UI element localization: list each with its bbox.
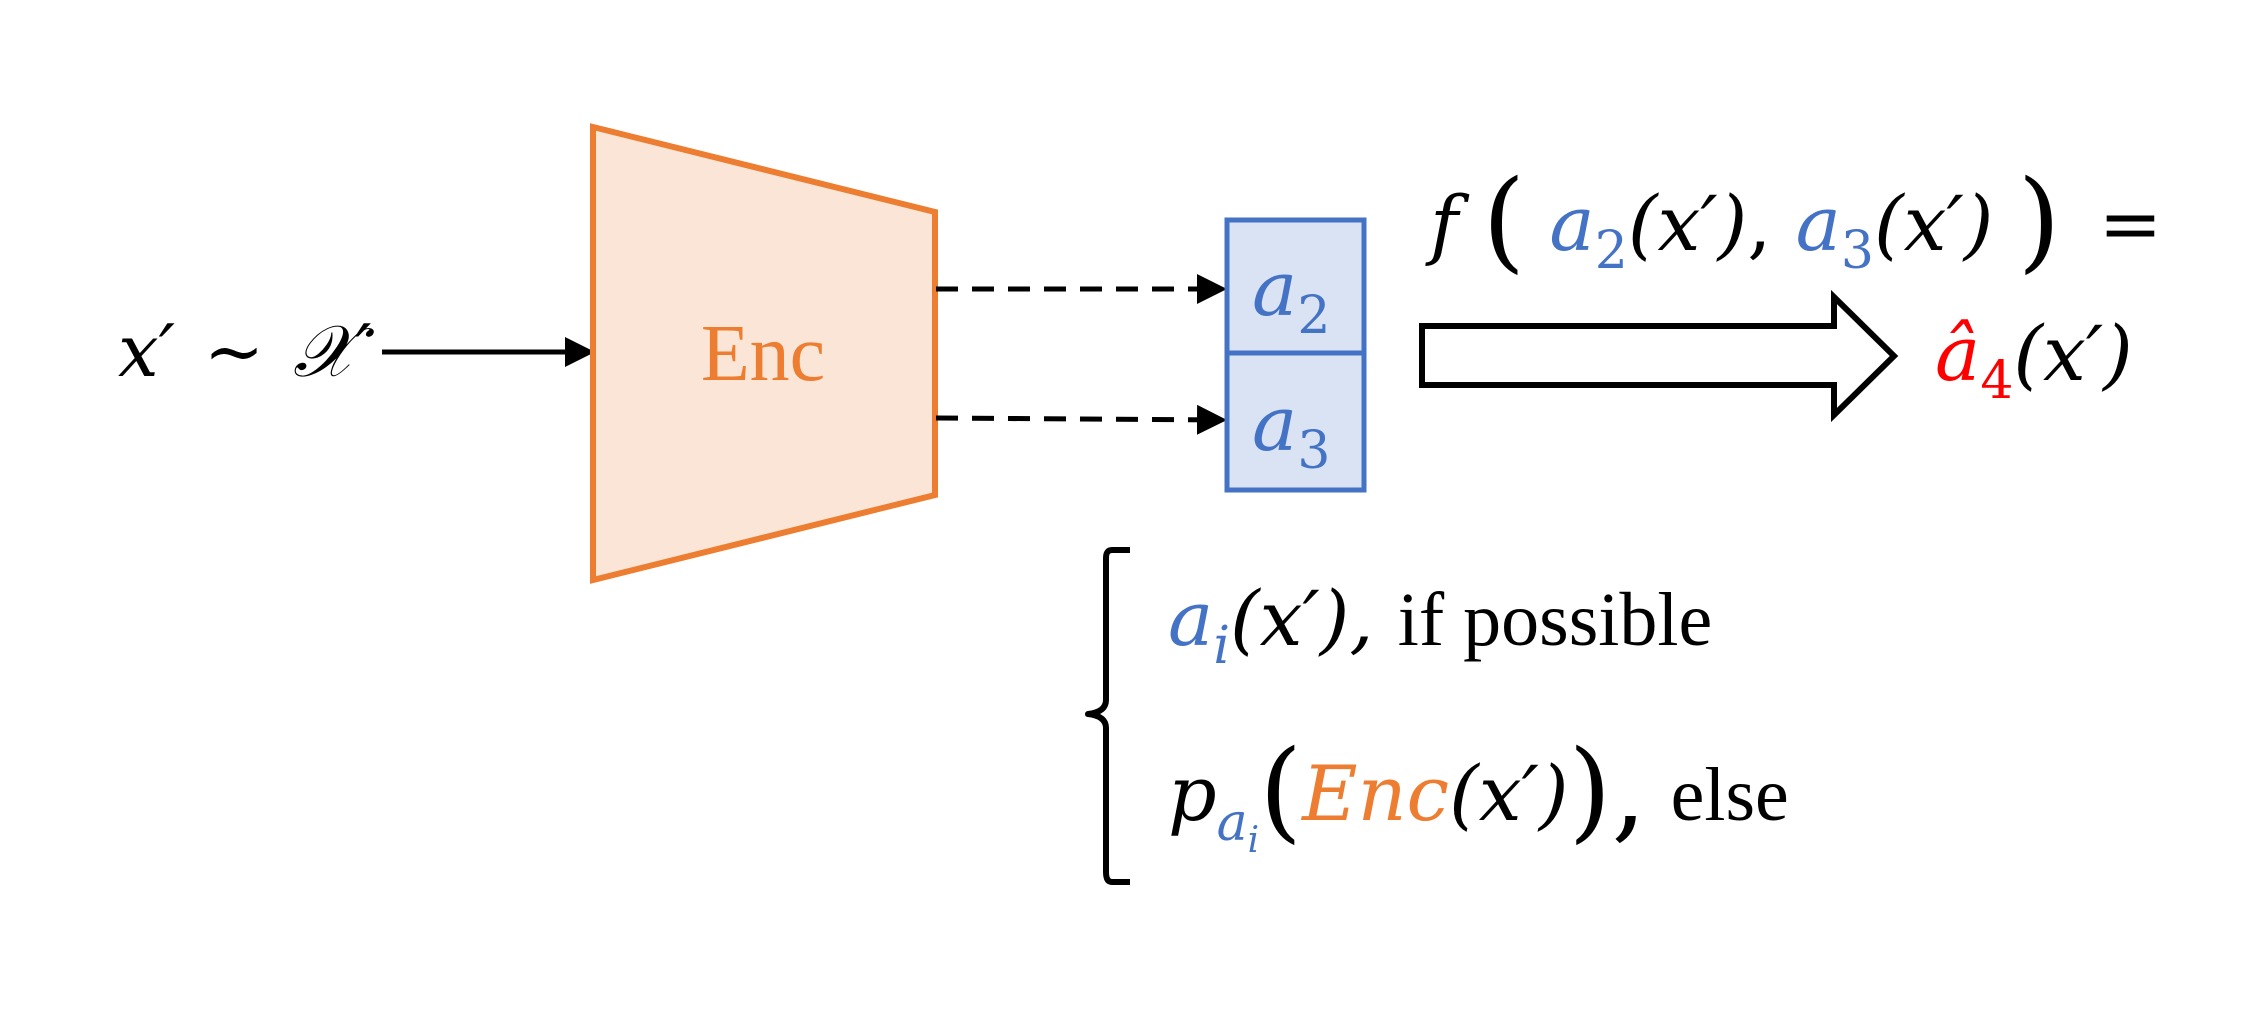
input-sample-label: x′ ~ 𝒳′ xyxy=(118,309,375,393)
case1-arg: (x′), xyxy=(1230,574,1374,663)
case1-a: a xyxy=(1168,574,1213,663)
attribute-a2-subscript: 2 xyxy=(1297,286,1330,346)
case2-p: p xyxy=(1168,749,1217,838)
input-distribution-symbol: 𝒳′ xyxy=(293,309,375,393)
case2-enc: Enc xyxy=(1300,749,1449,838)
case2-subscript-a: a xyxy=(1217,793,1248,853)
attribute-box-a3 xyxy=(1224,350,1367,493)
function-formula: f ( a2(x′), a3(x′) ) = xyxy=(1425,156,2162,284)
case-if-possible: ai(x′), if possible xyxy=(1168,574,1712,676)
formula-a3: a xyxy=(1796,179,1841,268)
dashed-arrow-a3 xyxy=(935,404,1227,435)
attribute-a2-label: a2 xyxy=(1252,244,1330,346)
case2-condition: else xyxy=(1671,753,1789,837)
formula-a3-arg: (x′) xyxy=(1874,179,1993,268)
formula-a2: a xyxy=(1549,179,1594,268)
case2-open-paren: ( xyxy=(1259,726,1302,854)
big-close-paren: ) xyxy=(2018,156,2061,284)
predicted-attribute: â4(x′) xyxy=(1935,309,2133,411)
attribute-a3-subscript: 3 xyxy=(1297,421,1330,481)
cases-brace xyxy=(1085,547,1130,885)
predicted-a4-subscript: 4 xyxy=(1980,351,2013,411)
case-else: pai(Enc(x′)), else xyxy=(1168,726,1789,861)
case1-condition: if possible xyxy=(1398,578,1713,662)
x-prime-symbol: x′ xyxy=(118,309,175,393)
function-f: f xyxy=(1425,179,1470,268)
case2-arg: (x′) xyxy=(1449,749,1568,838)
case2-close-paren: ), xyxy=(1569,726,1647,854)
implication-arrow xyxy=(1419,289,1899,423)
formula-a3-subscript: 3 xyxy=(1841,221,1874,281)
big-open-paren: ( xyxy=(1482,156,1525,284)
formula-a2-subscript: 2 xyxy=(1595,221,1628,281)
tilde-symbol: ~ xyxy=(204,309,264,393)
equals-sign: = xyxy=(2099,179,2163,268)
encoder-block xyxy=(590,123,938,584)
case2-subscript-i: i xyxy=(1248,820,1260,861)
predicted-a4: â xyxy=(1935,309,1980,398)
formula-a2-arg: (x′) xyxy=(1628,179,1747,268)
predicted-a4-arg: (x′) xyxy=(2013,309,2132,398)
attribute-a3-label: a3 xyxy=(1252,379,1330,481)
svg-text:x′ ~ 𝒳′: x′ ~ 𝒳′ xyxy=(118,309,375,393)
encoder-label: Enc xyxy=(701,310,825,398)
case1-subscript: i xyxy=(1213,616,1230,676)
formula-comma: , xyxy=(1747,179,1771,268)
